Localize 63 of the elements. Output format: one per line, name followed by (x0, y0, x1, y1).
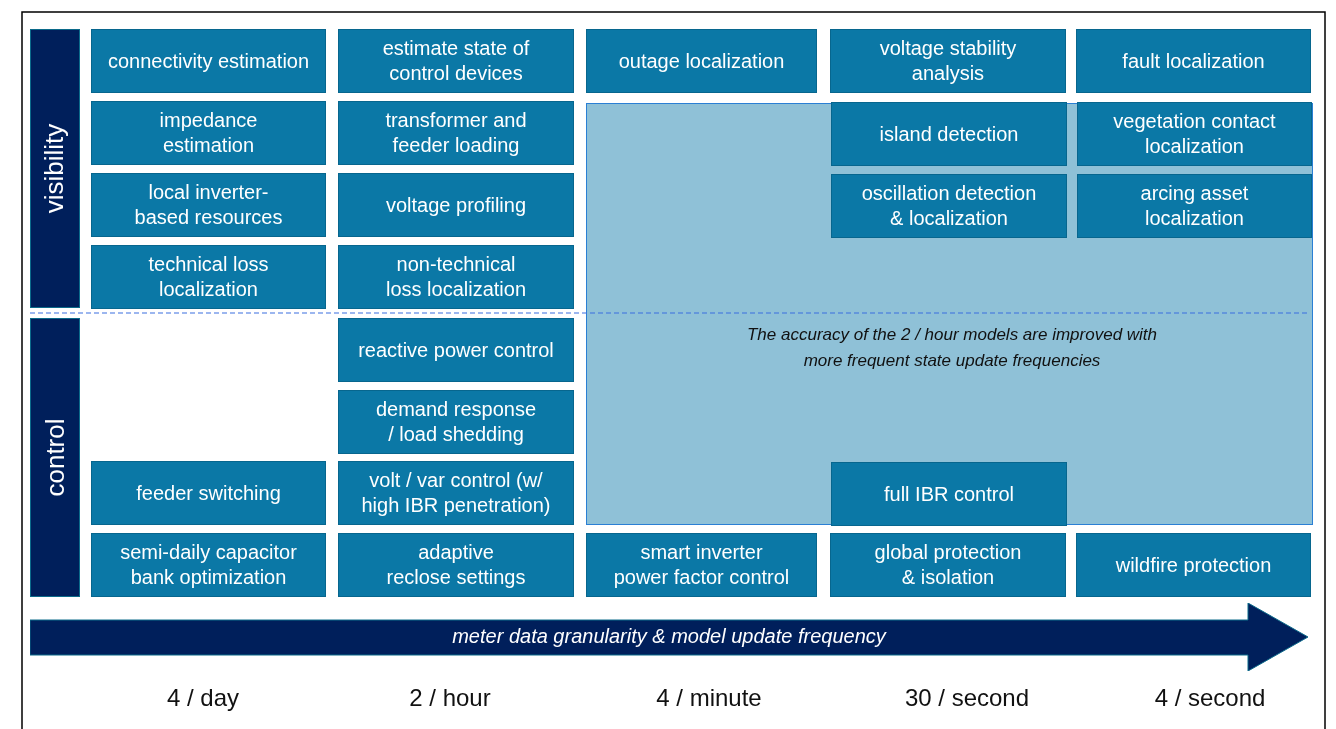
direction-arrow (30, 603, 1308, 671)
band-label: control (39, 418, 71, 497)
process-box (830, 533, 1066, 597)
process-box (338, 390, 574, 454)
category-band (30, 29, 80, 308)
box-label: transformer and feeder loading (384, 108, 528, 158)
process-box (831, 174, 1067, 238)
box-label: technical loss localization (147, 252, 270, 302)
box-label: fault localization (1122, 48, 1265, 74)
box-label: full IBR control (883, 481, 1015, 507)
frequency-label: 30 / second (904, 684, 1030, 712)
box-label: voltage stability analysis (878, 36, 1018, 86)
process-box (91, 245, 326, 309)
process-box (586, 29, 817, 93)
box-label: reactive power control (358, 337, 554, 363)
process-box (1076, 533, 1311, 597)
box-label: oscillation detection & localization (860, 181, 1038, 231)
process-box (1077, 102, 1312, 166)
process-box (586, 533, 817, 597)
note-text: The accuracy of the 2 / hour models are improved with more frequent state update frequencies (745, 324, 1159, 372)
box-label: demand response / load shedding (374, 397, 538, 447)
arrow-label: meter data granularity & model update frequency (452, 624, 886, 648)
process-box (338, 173, 574, 237)
process-box (338, 29, 574, 93)
box-label: impedance estimation (158, 108, 259, 158)
box-label: arcing asset localization (1139, 181, 1250, 231)
box-label: local inverter-based resources (133, 180, 284, 230)
process-box (830, 29, 1066, 93)
highlight-region (586, 103, 1313, 525)
process-box (91, 533, 326, 597)
process-box (338, 318, 574, 382)
frequency-label: 2 / hour (409, 684, 491, 712)
box-label: island detection (879, 121, 1019, 147)
box-label: outage localization (618, 48, 785, 74)
process-box (91, 101, 326, 165)
box-label: global protection & isolation (873, 540, 1023, 590)
box-label: adaptive reclose settings (385, 540, 527, 590)
box-label: vegetation contact localization (1112, 109, 1277, 159)
process-box (338, 245, 574, 309)
process-box (831, 102, 1067, 166)
process-box (91, 29, 326, 93)
box-label: semi-daily capacitor bank optimization (119, 540, 298, 590)
frequency-label: 4 / day (167, 684, 239, 712)
box-label: wildfire protection (1115, 552, 1272, 578)
process-box (1076, 29, 1311, 93)
box-label: voltage profiling (385, 192, 527, 218)
process-box (338, 101, 574, 165)
process-box (831, 462, 1067, 526)
process-box (91, 173, 326, 237)
process-box (338, 461, 574, 525)
box-label: feeder switching (136, 480, 281, 506)
band-label: visibility (39, 123, 71, 214)
box-label: volt / var control (w/ high IBR penetration) (360, 468, 552, 518)
frequency-label: 4 / minute (656, 684, 762, 712)
category-band (30, 318, 80, 597)
process-box (1077, 174, 1312, 238)
box-label: connectivity estimation (107, 48, 310, 74)
process-box (91, 461, 326, 525)
box-label: estimate state of control devices (381, 36, 531, 86)
frequency-label: 4 / second (1154, 684, 1266, 712)
box-label: smart inverter power factor control (612, 540, 791, 590)
process-box (338, 533, 574, 597)
box-label: non-technical loss localization (384, 252, 528, 302)
